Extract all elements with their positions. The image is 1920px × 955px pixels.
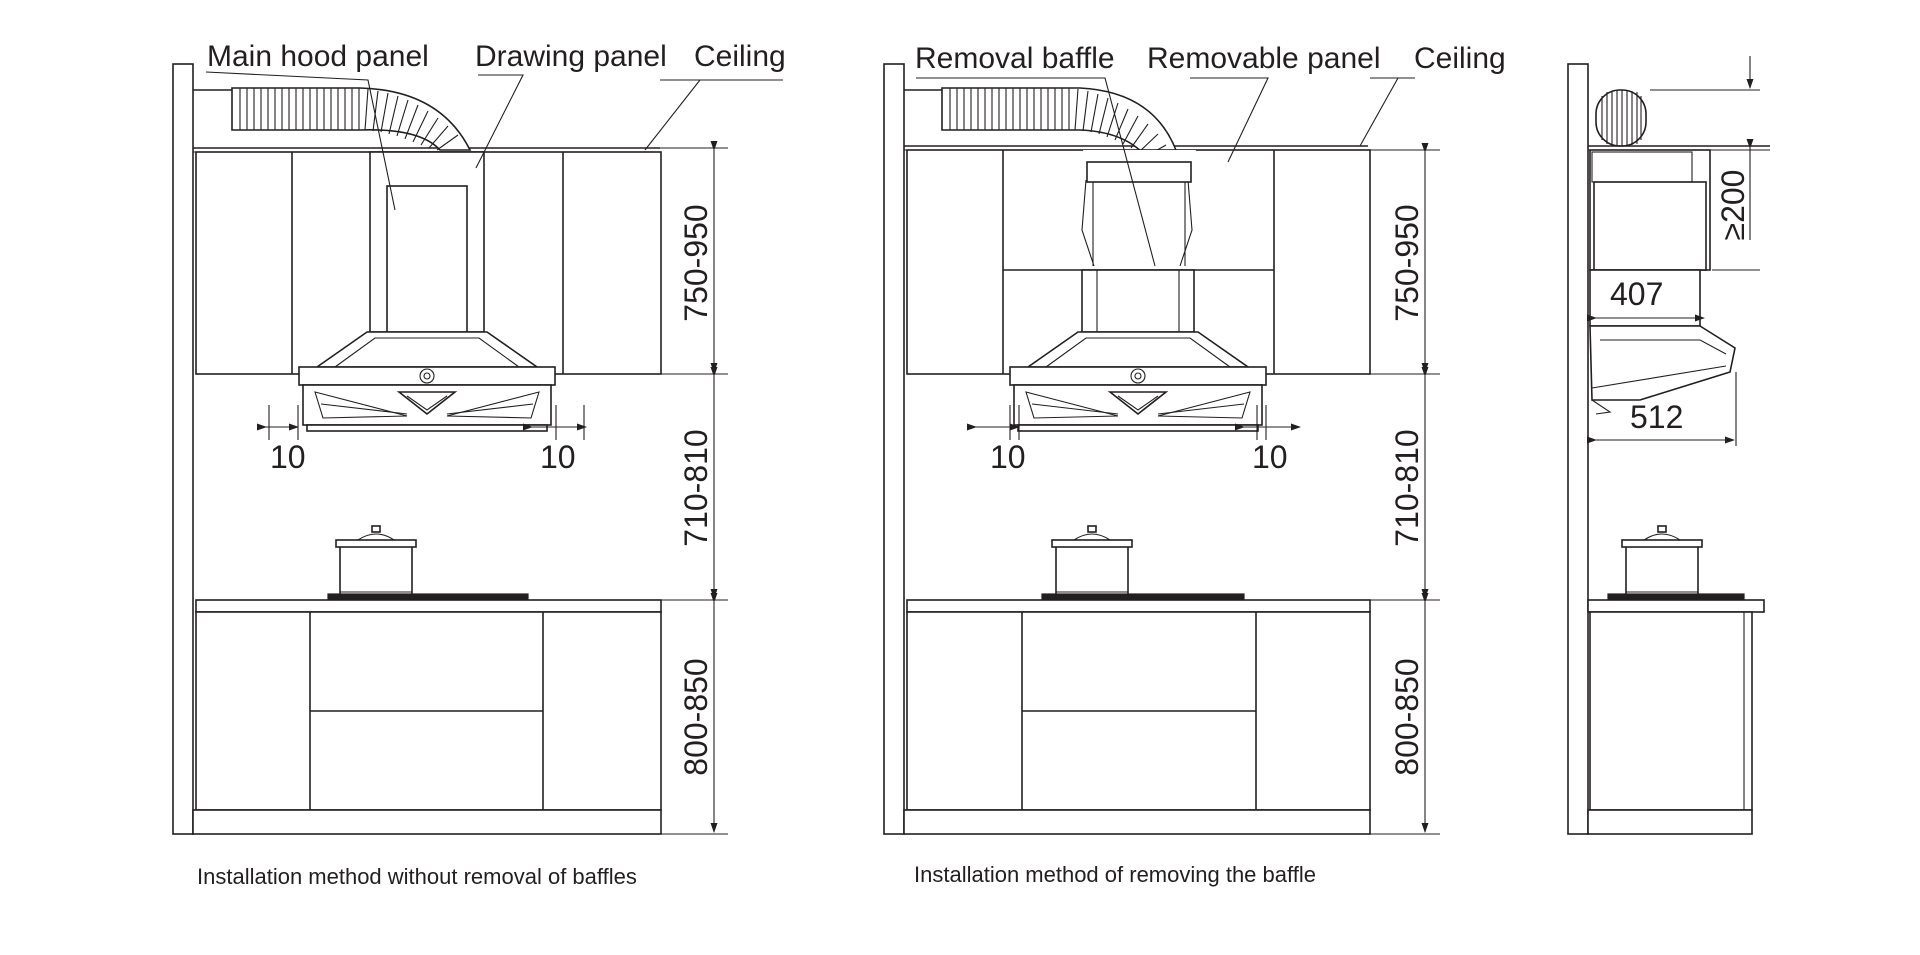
hob [327,593,529,601]
label-removal-baffle: Removal baffle [915,42,1115,75]
dim-depth-bottom: 512 [1630,399,1683,435]
hob [1041,593,1245,601]
label-main-hood-panel: Main hood panel [207,40,429,73]
label-drawing-panel: Drawing panel [475,40,667,73]
caption-2: Installation method of removing the baff… [914,862,1316,887]
countertop [906,599,1371,613]
dim-gap-right: 10 [1252,439,1288,475]
dim-gap-right: 10 [540,439,576,475]
hood-chimney [1081,269,1195,333]
countertop [195,599,662,613]
caption-1: Installation method without removal of b… [197,864,637,889]
flexible-duct-section [1595,89,1647,147]
diagram-2: Removal baffle Removable panel Ceiling 1… [883,42,1506,887]
wall [883,63,905,835]
cooking-pot [335,525,417,597]
diagram-1: Main hood panel Drawing panel Ceiling 10… [172,40,786,889]
dim-upper: 750-950 [1389,204,1425,321]
dim-lower: 800-850 [678,658,714,775]
dim-middle: 710-810 [1389,429,1425,546]
base-cabinet-side [1589,611,1753,811]
flexible-duct [231,87,472,151]
wall [172,63,194,835]
dim-gap-left: 10 [270,439,306,475]
dim-upper: 750-950 [678,204,714,321]
label-ceiling: Ceiling [694,40,786,73]
hob [1607,593,1745,601]
cooking-pot [1051,525,1133,597]
label-ceiling: Ceiling [1414,42,1506,75]
cooking-pot [1621,525,1703,597]
diagram-3-side-view: ≥200 407 512 [1567,56,1770,835]
countertop [1587,599,1765,613]
plinth [192,809,662,835]
dim-clearance: ≥200 [1715,170,1751,241]
dim-gap-left: 10 [990,439,1026,475]
dim-middle: 710-810 [678,429,714,546]
plinth [1587,809,1753,835]
label-removable-panel: Removable panel [1147,42,1380,75]
plinth [903,809,1371,835]
wall [1567,63,1589,835]
dim-lower: 800-850 [1389,658,1425,775]
dim-depth-top: 407 [1610,276,1663,312]
